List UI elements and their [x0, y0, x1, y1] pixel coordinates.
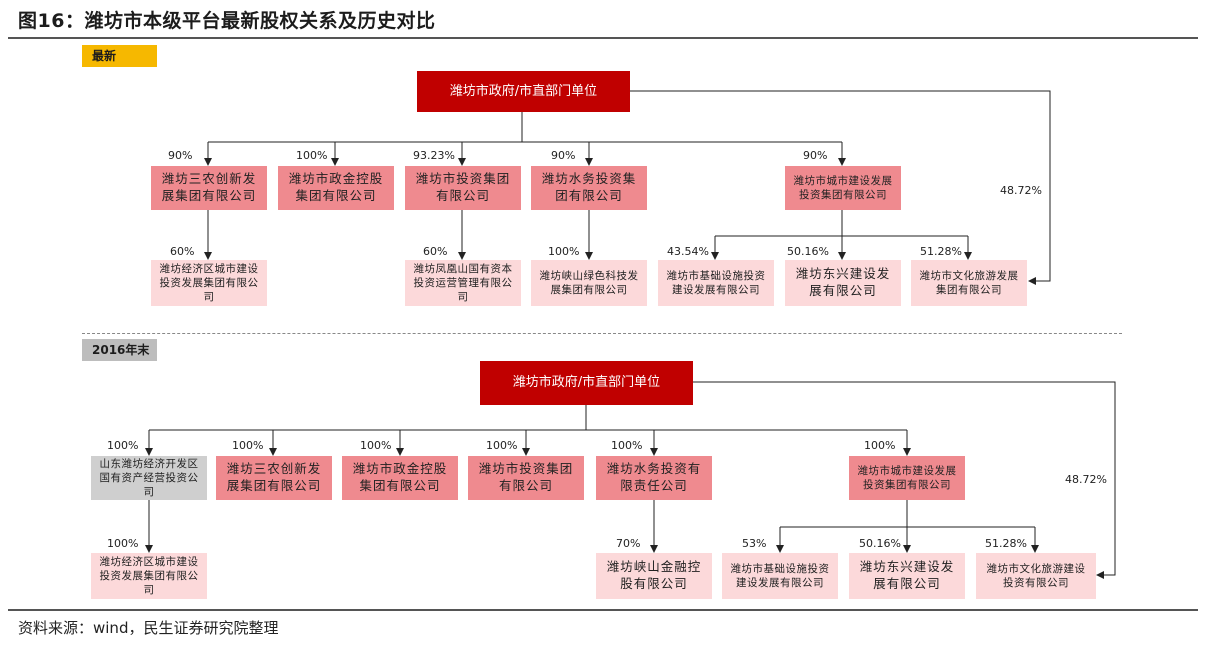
pct-label: 60%	[423, 245, 448, 258]
entity-box: 潍坊市文化旅游发展集团有限公司	[911, 260, 1027, 306]
pct-label: 100%	[611, 439, 643, 452]
root-box-latest: 潍坊市政府/市直部门单位	[417, 71, 630, 112]
entity-box: 潍坊经济区城市建设投资发展集团有限公司	[91, 553, 207, 599]
entity-box: 潍坊峡山绿色科技发展集团有限公司	[531, 260, 647, 306]
entity-box: 潍坊市投资集团有限公司	[405, 166, 521, 210]
pct-label: 50.16%	[787, 245, 829, 258]
entity-box: 潍坊三农创新发展集团有限公司	[216, 456, 332, 500]
bottom-rule	[8, 609, 1198, 611]
figure-title: 图16：潍坊市本级平台最新股权关系及历史对比	[18, 10, 436, 32]
pct-label: 48.72%	[1065, 473, 1107, 486]
entity-box: 潍坊经济区城市建设投资发展集团有限公司	[151, 260, 267, 306]
pct-label: 51.28%	[985, 537, 1027, 550]
entity-box: 潍坊市城市建设发展投资集团有限公司	[785, 166, 901, 210]
pct-label: 50.16%	[859, 537, 901, 550]
section-tag-2016: 2016年末	[82, 339, 157, 361]
entity-box: 潍坊凤凰山国有资本投资运营管理有限公司	[405, 260, 521, 306]
root-box-2016: 潍坊市政府/市直部门单位	[480, 361, 693, 405]
entity-box: 潍坊三农创新发展集团有限公司	[151, 166, 267, 210]
pct-label: 100%	[360, 439, 392, 452]
pct-label: 70%	[616, 537, 641, 550]
entity-box: 潍坊市基础设施投资建设发展有限公司	[722, 553, 838, 599]
pct-label: 100%	[486, 439, 518, 452]
source-note: 资料来源：wind，民生证券研究院整理	[18, 619, 279, 637]
pct-label: 90%	[168, 149, 193, 162]
pct-label: 93.23%	[413, 149, 455, 162]
pct-label: 100%	[232, 439, 264, 452]
entity-box: 潍坊市政金控股集团有限公司	[278, 166, 394, 210]
pct-label: 90%	[551, 149, 576, 162]
pct-label: 90%	[803, 149, 828, 162]
entity-box: 潍坊市基础设施投资建设发展有限公司	[658, 260, 774, 306]
pct-label: 53%	[742, 537, 767, 550]
pct-label: 100%	[864, 439, 896, 452]
pct-label: 51.28%	[920, 245, 962, 258]
entity-box: 潍坊水务投资有限责任公司	[596, 456, 712, 500]
entity-box: 潍坊峡山金融控股有限公司	[596, 553, 712, 599]
pct-label: 60%	[170, 245, 195, 258]
entity-box: 潍坊东兴建设发展有限公司	[785, 260, 901, 306]
entity-box: 潍坊市政金控股集团有限公司	[342, 456, 458, 500]
top-rule	[8, 37, 1198, 39]
entity-box: 潍坊市投资集团有限公司	[468, 456, 584, 500]
pct-label: 100%	[548, 245, 580, 258]
entity-box: 潍坊东兴建设发展有限公司	[849, 553, 965, 599]
section-divider	[82, 333, 1122, 334]
pct-label: 100%	[296, 149, 328, 162]
pct-label: 100%	[107, 537, 139, 550]
pct-label: 48.72%	[1000, 184, 1042, 197]
entity-box: 潍坊市文化旅游建设投资有限公司	[976, 553, 1096, 599]
entity-box: 潍坊市城市建设发展投资集团有限公司	[849, 456, 965, 500]
pct-label: 100%	[107, 439, 139, 452]
pct-label: 43.54%	[667, 245, 709, 258]
entity-box: 潍坊水务投资集团有限公司	[531, 166, 647, 210]
entity-box: 山东潍坊经济开发区国有资产经营投资公司	[91, 456, 207, 500]
section-tag-latest: 最新	[82, 45, 157, 67]
